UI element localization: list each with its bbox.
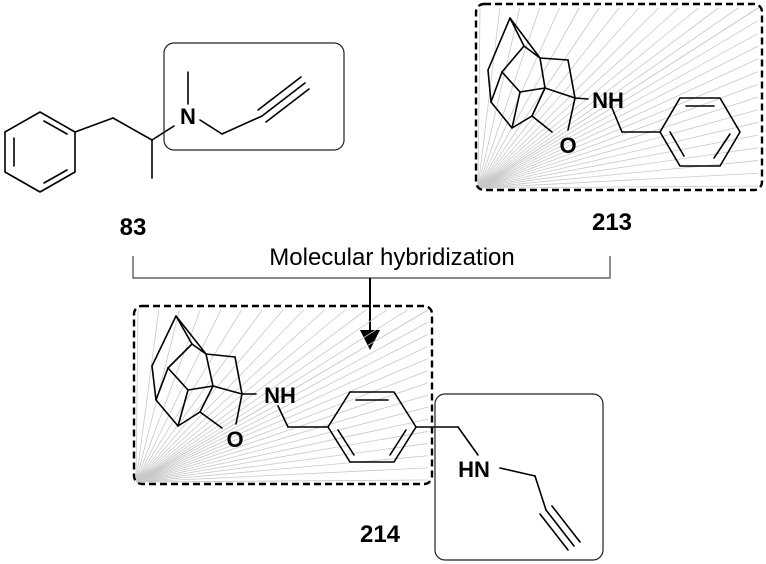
fan-line	[477, 7, 481, 189]
fan-line	[135, 309, 242, 483]
fan-line	[135, 358, 429, 483]
fan-line	[477, 96, 759, 189]
fan-line	[477, 7, 521, 189]
fan-line	[477, 20, 759, 189]
benzene-ring-83	[4, 111, 76, 193]
fan-line	[135, 309, 346, 483]
fan-line	[135, 431, 429, 483]
fan-line	[135, 309, 263, 483]
atom-n-83: N	[180, 104, 196, 129]
fan-line	[135, 309, 284, 483]
cage-dashed-box-213	[474, 2, 764, 192]
atom-hn-214: HN	[458, 457, 490, 482]
fan-line	[477, 7, 540, 189]
atom-o-213: O	[559, 133, 576, 158]
fan-line	[477, 45, 759, 189]
propargylamine-box-83	[163, 42, 345, 151]
fan-line	[477, 122, 759, 189]
fan-line	[477, 160, 759, 189]
fan-line	[477, 185, 759, 189]
fan-line	[477, 83, 759, 189]
fan-line	[135, 479, 429, 483]
fan-line	[477, 7, 580, 189]
fan-line	[135, 309, 201, 483]
fan-line	[477, 7, 699, 189]
fan-line	[477, 7, 659, 189]
fan-line	[135, 309, 305, 483]
atom-nh-214: NH	[264, 383, 296, 408]
shading-fan-214	[135, 309, 429, 483]
fan-line	[135, 394, 429, 483]
fan-line	[135, 443, 429, 483]
fan-line	[477, 109, 759, 189]
fan-line	[135, 309, 325, 483]
compound-213-structure	[487, 17, 741, 167]
fan-line	[135, 309, 387, 483]
fan-line	[477, 7, 620, 189]
fan-line	[135, 309, 139, 483]
fan-line	[477, 134, 759, 189]
benzene-ring-213	[659, 97, 741, 167]
atom-nh-213: NH	[592, 88, 624, 113]
compound-83-structure	[4, 71, 310, 193]
fan-line	[477, 147, 759, 189]
fan-line	[135, 309, 408, 483]
fan-line	[135, 467, 429, 483]
fan-line	[477, 71, 759, 189]
compound-214-structure	[151, 315, 581, 551]
atom-o-214: O	[226, 427, 243, 452]
fan-line	[135, 309, 367, 483]
fan-line	[135, 418, 429, 483]
fan-line	[135, 406, 429, 483]
fan-line	[135, 309, 429, 483]
propargylamine-box-214	[434, 393, 604, 561]
fan-line	[477, 172, 759, 189]
fan-line	[477, 7, 600, 189]
fan-line	[477, 7, 640, 189]
fan-line	[135, 370, 429, 483]
hybridization-bracket	[132, 256, 611, 279]
compound-label-213: 213	[592, 209, 632, 236]
process-label: Molecular hybridization	[269, 244, 514, 271]
cage-dashed-box-214	[132, 304, 434, 486]
fan-line	[477, 7, 719, 189]
fan-line	[135, 455, 429, 483]
compound-label-214: 214	[360, 521, 401, 548]
fan-line	[477, 7, 739, 189]
fan-line	[477, 7, 501, 189]
fan-line	[477, 7, 759, 189]
fan-line	[135, 309, 222, 483]
fan-line	[135, 309, 160, 483]
fan-line	[135, 333, 429, 483]
fan-line	[135, 321, 429, 483]
fan-line	[477, 33, 759, 189]
compound-label-83: 83	[120, 214, 147, 241]
